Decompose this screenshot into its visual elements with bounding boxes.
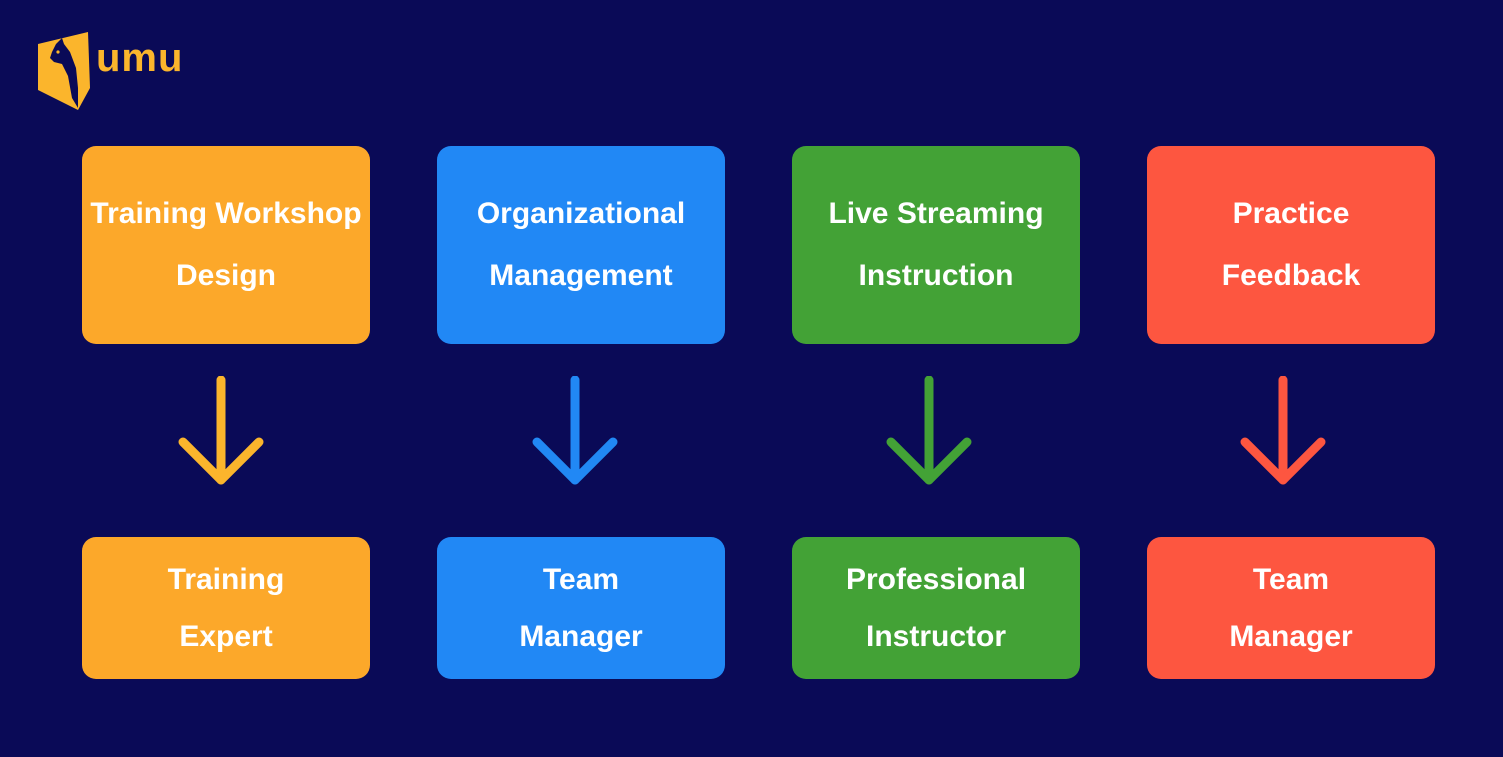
box-training-expert: Training Expert [82, 537, 370, 679]
box-label: Team Manager [519, 563, 643, 653]
box-team-manager: Team Manager [437, 537, 725, 679]
box-training-workshop-design: Training Workshop Design [82, 146, 370, 344]
giraffe-logo-icon [38, 32, 90, 110]
box-organizational-management: Organizational Management [437, 146, 725, 344]
logo-wordmark: umu [96, 36, 184, 80]
box-label: Professional Instructor [845, 563, 1027, 653]
box-professional-instructor: Professional Instructor [792, 537, 1080, 679]
box-label: Training Expert [167, 563, 285, 653]
box-label: Live Streaming Instruction [828, 197, 1044, 292]
box-label: Training Workshop Design [90, 197, 362, 292]
arrow-down-icon [532, 376, 618, 485]
box-team-manager: Team Manager [1147, 537, 1435, 679]
box-label: Practice Feedback [1221, 197, 1361, 292]
umu-logo: umu [36, 32, 196, 112]
box-live-streaming-instruction: Live Streaming Instruction [792, 146, 1080, 344]
arrow-down-icon [1240, 376, 1326, 485]
box-practice-feedback: Practice Feedback [1147, 146, 1435, 344]
box-label: Organizational Management [476, 197, 686, 292]
box-label: Team Manager [1229, 563, 1353, 653]
arrow-down-icon [178, 376, 264, 485]
arrow-down-icon [886, 376, 972, 485]
